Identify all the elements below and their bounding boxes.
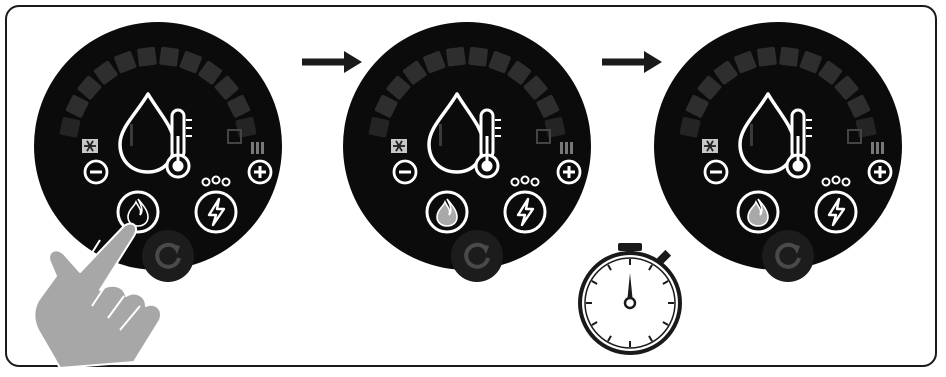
radiator-fin xyxy=(565,142,568,154)
lightning-boost-icon[interactable] xyxy=(505,192,545,232)
level-segment xyxy=(137,47,157,67)
control-panel-2 xyxy=(343,22,591,282)
boost-ring[interactable] xyxy=(816,192,856,232)
flame-button-icon[interactable] xyxy=(427,192,467,232)
radiator-fin xyxy=(560,142,563,154)
arrow-shaft xyxy=(302,59,346,66)
stopwatch-pivot xyxy=(625,298,635,308)
level-segment xyxy=(855,117,876,138)
snowflake-icon xyxy=(391,139,407,153)
arrow-shaft xyxy=(602,59,646,66)
reset-backdrop[interactable] xyxy=(762,230,814,282)
radiator-fin xyxy=(261,142,264,154)
control-panel-1 xyxy=(34,22,282,282)
level-segment xyxy=(757,47,777,67)
level-segment xyxy=(468,47,488,67)
lightning-boost-icon[interactable] xyxy=(196,192,236,232)
level-segment xyxy=(368,117,389,138)
reset-arrow-icon[interactable] xyxy=(142,230,194,282)
radiator-fin xyxy=(256,142,259,154)
boost-ring[interactable] xyxy=(196,192,236,232)
level-segment xyxy=(544,117,565,138)
arrow-head xyxy=(344,51,362,73)
warning-indicator xyxy=(130,124,133,146)
level-segment xyxy=(779,47,799,67)
level-segment xyxy=(159,47,179,67)
radiator-fin xyxy=(881,142,884,154)
radiator-fin xyxy=(251,142,254,154)
boost-ring[interactable] xyxy=(505,192,545,232)
radiator-fin xyxy=(876,142,879,154)
thermometer-level xyxy=(486,136,489,164)
level-segment xyxy=(446,47,466,67)
level-segment xyxy=(679,117,700,138)
reset-arrow-icon[interactable] xyxy=(762,230,814,282)
snowflake-icon xyxy=(82,139,98,153)
arrow-head xyxy=(644,51,662,73)
snowflake-icon xyxy=(702,139,718,153)
reset-arrow-icon[interactable] xyxy=(451,230,503,282)
radiator-icon xyxy=(871,142,884,154)
level-segment xyxy=(59,117,80,138)
radiator-fin xyxy=(570,142,573,154)
right-arrow-icon xyxy=(602,51,662,73)
radiator-icon xyxy=(251,142,264,154)
warning-indicator xyxy=(750,124,753,146)
right-arrow-icon xyxy=(302,51,362,73)
radiator-icon xyxy=(560,142,573,154)
thermometer-level xyxy=(797,136,800,164)
lightning-boost-icon[interactable] xyxy=(816,192,856,232)
level-segment xyxy=(235,117,256,138)
control-panel-3 xyxy=(654,22,902,282)
stopwatch-icon xyxy=(580,243,680,353)
reset-backdrop[interactable] xyxy=(142,230,194,282)
radiator-fin xyxy=(871,142,874,154)
warning-indicator xyxy=(439,124,442,146)
reset-backdrop[interactable] xyxy=(451,230,503,282)
flame-button-icon[interactable] xyxy=(738,192,778,232)
thermometer-level xyxy=(177,136,180,164)
